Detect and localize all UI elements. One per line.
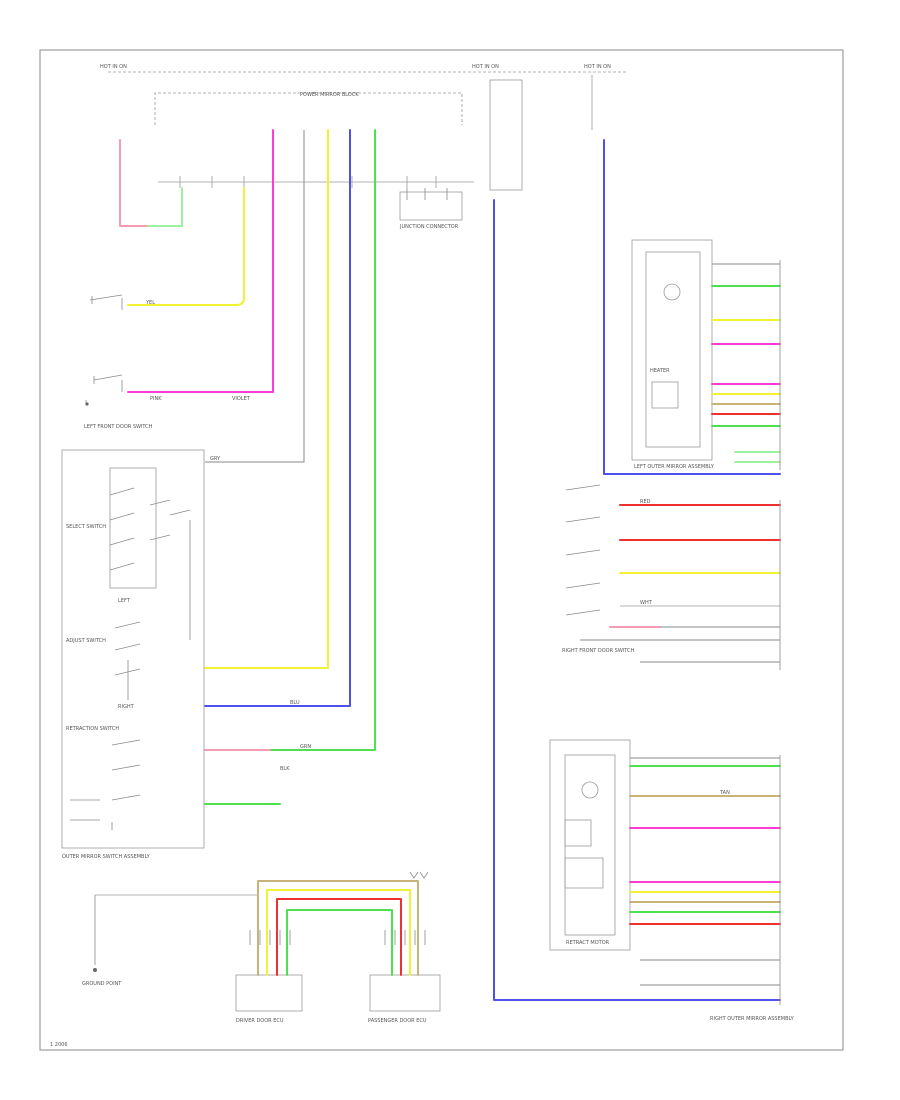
ground-point-dot bbox=[93, 968, 97, 972]
retract-motor-label: RETRACT MOTOR bbox=[566, 940, 610, 946]
right-mirror-motor bbox=[581, 781, 599, 799]
select-switch-label: SELECT SWITCH bbox=[66, 524, 106, 530]
wire-label-black: BLK bbox=[280, 766, 290, 772]
retraction-switch-label: RETRACTION SWITCH bbox=[66, 726, 119, 732]
hot-in-on-box bbox=[489, 79, 523, 191]
wire-label-tan: TAN bbox=[719, 790, 730, 796]
left-label: LEFT bbox=[118, 598, 131, 604]
wire-pink-door bbox=[127, 129, 274, 393]
wire-yellow-switch bbox=[204, 129, 329, 669]
right-front-door-switch bbox=[565, 484, 601, 616]
wire-yellow-door-switch bbox=[127, 187, 245, 306]
wire-green-bridge bbox=[286, 909, 393, 976]
junction-connector-label: JUNCTION CONNECTOR bbox=[399, 224, 459, 230]
left-outer-mirror-assembly-box bbox=[631, 239, 713, 461]
heater-label: HEATER bbox=[650, 368, 670, 374]
wire-blue-switch bbox=[204, 129, 351, 707]
wire-label-white: WHT bbox=[640, 600, 653, 606]
switch-ground-stub bbox=[70, 799, 100, 821]
right-mirror-retract bbox=[564, 857, 604, 889]
retraction-switch-contacts bbox=[111, 739, 141, 830]
wire-label-red: RED bbox=[640, 499, 651, 505]
mirror-switch-assembly-label: OUTER MIRROR SWITCH ASSEMBLY bbox=[62, 854, 151, 860]
wire-label-pink: PINK bbox=[150, 396, 162, 402]
connector-arrows bbox=[409, 871, 429, 879]
right-front-door-switch-label: RIGHT FRONT DOOR SWITCH bbox=[562, 648, 635, 654]
adjust-switch-contacts bbox=[114, 621, 141, 700]
driver-door-ecu-label: DRIVER DOOR ECU bbox=[236, 1018, 284, 1024]
main-fuse-label: HOT IN ON bbox=[100, 64, 127, 70]
door-switch-ground-dot bbox=[85, 402, 89, 406]
driver-door-ecu-box bbox=[235, 974, 303, 1012]
wire-label-yellow: YEL bbox=[145, 300, 155, 306]
select-switch-contacts bbox=[109, 487, 191, 640]
wire-yellow-bridge bbox=[266, 889, 411, 976]
left-mirror-motor bbox=[663, 283, 681, 301]
power-mirror-block-label: POWER MIRROR BLOCK bbox=[300, 92, 359, 98]
junction-leads bbox=[406, 188, 448, 200]
left-mirror-heater bbox=[651, 381, 679, 409]
wire-green-switch bbox=[269, 129, 376, 751]
mirror-switch-assembly-box bbox=[61, 449, 205, 849]
ecu-pin-ticks bbox=[249, 930, 426, 945]
wire-label-green: GRN bbox=[300, 744, 311, 750]
wire-blue-left-mirror bbox=[603, 139, 781, 475]
wire-blue-long bbox=[493, 199, 781, 1001]
right-label: RIGHT bbox=[118, 704, 135, 710]
select-switch-inner-box bbox=[109, 467, 157, 589]
mirror-fuse-label-left: HOT IN ON bbox=[472, 64, 499, 70]
ground-point-label: GROUND POINT bbox=[82, 981, 122, 987]
main-connector-bracket bbox=[154, 92, 463, 125]
wire-light-green-left bbox=[147, 187, 183, 227]
wire-grey-switch bbox=[205, 130, 305, 463]
page-number: 1 2006 bbox=[50, 1042, 68, 1048]
wire-label-violet: VIOLET bbox=[232, 396, 251, 402]
left-mirror-inner bbox=[645, 251, 701, 448]
page-frame bbox=[39, 49, 844, 1051]
left-front-door-switch bbox=[85, 294, 123, 404]
left-mirror-assembly-label: LEFT OUTER MIRROR ASSEMBLY bbox=[634, 464, 715, 470]
left-front-door-switch-label: LEFT FRONT DOOR SWITCH bbox=[84, 424, 153, 430]
junction-connector-box bbox=[399, 191, 463, 221]
right-mirror-heater bbox=[564, 819, 592, 847]
wire-label-grey: GRY bbox=[210, 456, 221, 462]
wire-light-pink-left bbox=[119, 139, 149, 227]
wire-red-bridge bbox=[276, 898, 402, 976]
mirror-fuse-label-right: HOT IN ON bbox=[584, 64, 611, 70]
right-mirror-assembly-label: RIGHT OUTER MIRROR ASSEMBLY bbox=[710, 1016, 795, 1022]
passenger-door-ecu-label: PASSENGER DOOR ECU bbox=[368, 1018, 427, 1024]
passenger-door-ecu-box bbox=[369, 974, 441, 1012]
wire-label-blue: BLU bbox=[290, 700, 300, 706]
wire-tan-bridge bbox=[257, 880, 419, 976]
adjust-switch-label: ADJUST SWITCH bbox=[66, 638, 106, 644]
right-outer-mirror-assembly-box bbox=[549, 739, 631, 951]
